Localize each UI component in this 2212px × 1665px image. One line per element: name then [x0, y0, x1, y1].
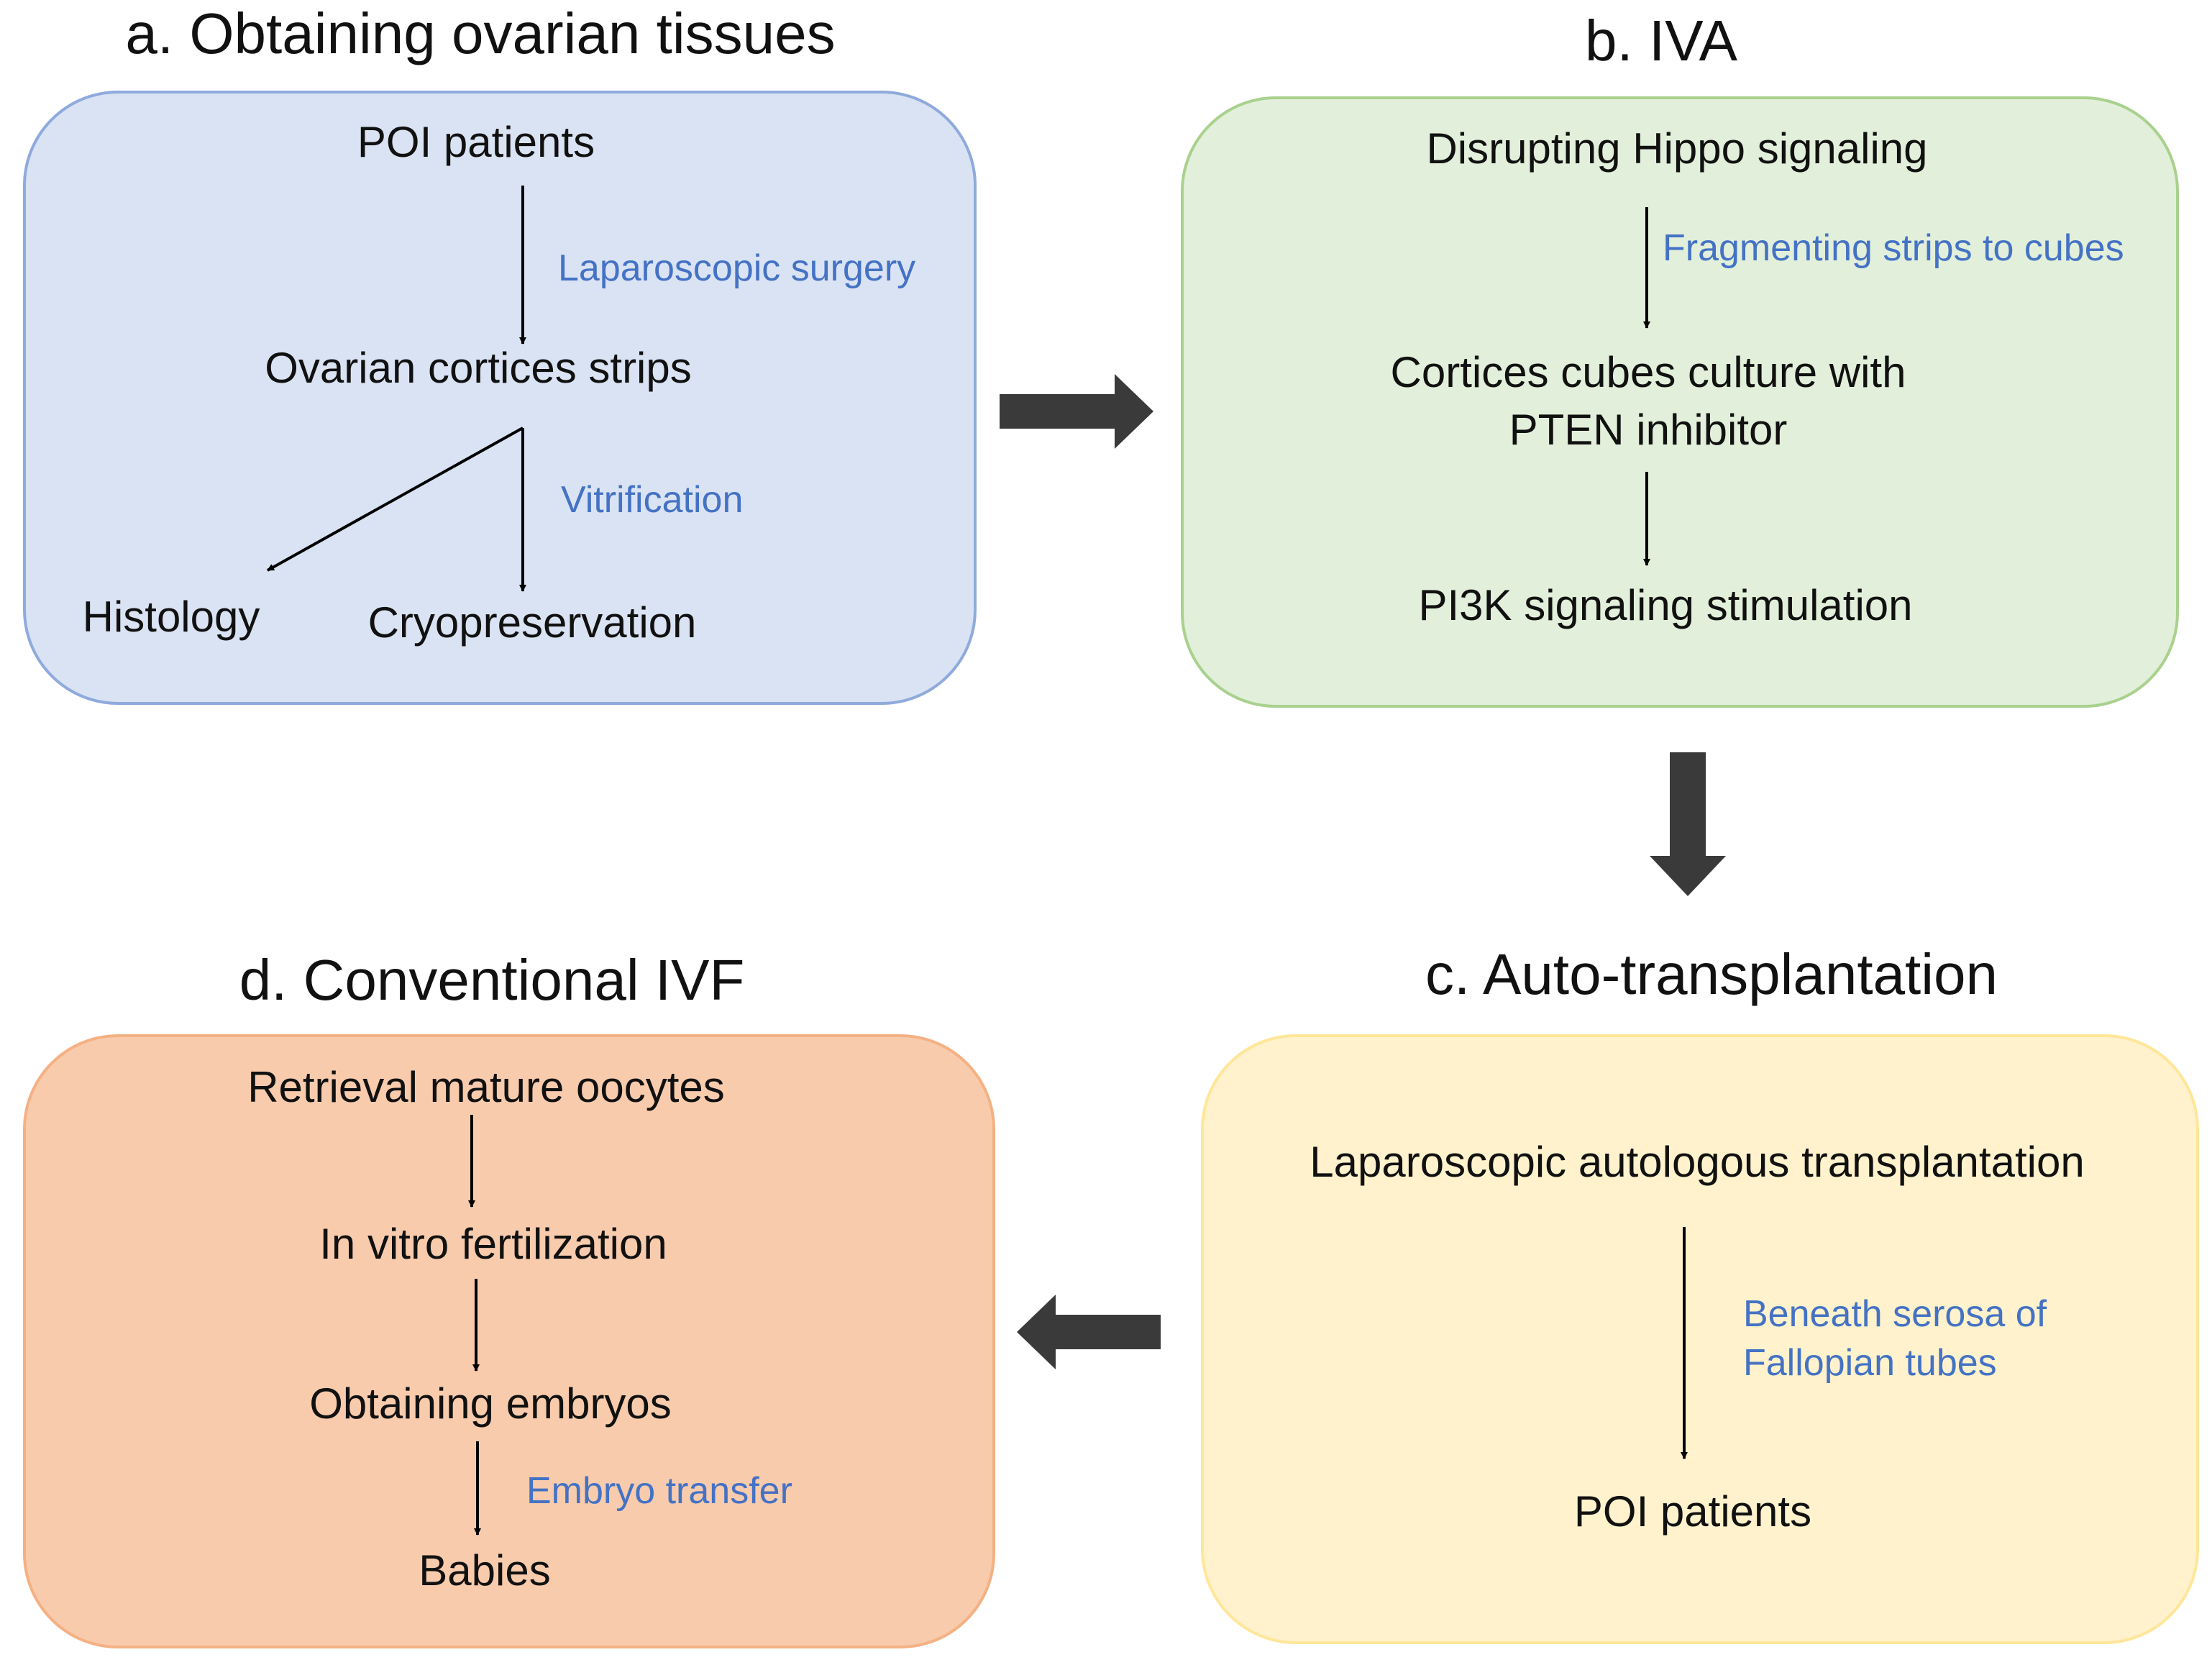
flow-arrow-a-to-b [1000, 374, 1153, 449]
panel-b-box [1181, 96, 2179, 708]
panel-b-step-pi3k: PI3K signaling stimulation [1418, 581, 1912, 629]
panel-d-step-babies: Babies [419, 1546, 550, 1595]
panel-a-output-histology: Histology [83, 593, 260, 641]
panel-d-step-embryos: Obtaining embryos [309, 1379, 672, 1428]
panel-d: d. Conventional IVF Retrieval mature ooc… [23, 948, 995, 1648]
panel-d-box [23, 1034, 995, 1648]
panel-a-arrow-3 [267, 426, 524, 572]
panel-c-step-laparoscopic-transplantation: Laparoscopic autologous transplantation [1310, 1138, 2084, 1186]
panel-b-note-fragmenting: Fragmenting strips to cubes [1663, 227, 2124, 269]
panel-a-title: a. Obtaining ovarian tissues [125, 1, 835, 65]
panel-a-note-vitrification: Vitrification [561, 479, 743, 521]
panel-a-note-laparoscopic-surgery: Laparoscopic surgery [558, 247, 915, 289]
panel-b-step-disrupting-hippo: Disrupting Hippo signaling [1426, 124, 1927, 173]
panel-a-step-poi-patients: POI patients [357, 118, 595, 166]
panel-d-title: d. Conventional IVF [239, 948, 745, 1012]
flow-arrow-b-to-c [1650, 752, 1726, 896]
panel-c-note-line1: Beneath serosa of [1743, 1293, 2047, 1335]
panel-c-step-poi-patients: POI patients [1574, 1487, 1811, 1536]
panel-c-note-line2: Fallopian tubes [1743, 1342, 1997, 1384]
panel-b-step-cortices-culture-line2: PTEN inhibitor [1509, 406, 1788, 454]
panel-b-title: b. IVA [1585, 9, 1738, 73]
panel-d-note-embryo-transfer: Embryo transfer [526, 1470, 792, 1512]
panel-d-step-ivf: In vitro fertilization [319, 1220, 667, 1268]
panel-d-step-retrieval: Retrieval mature oocytes [247, 1063, 725, 1111]
panel-b: b. IVA Disrupting Hippo signaling Fragme… [1181, 9, 2179, 708]
panel-c-title: c. Auto-transplantation [1425, 942, 1998, 1006]
panel-a-step-ovarian-strips: Ovarian cortices strips [265, 344, 692, 392]
panel-c: c. Auto-transplantation Laparoscopic aut… [1201, 942, 2199, 1644]
panel-c-box [1201, 1034, 2199, 1644]
flow-arrow-c-to-d [1017, 1295, 1161, 1369]
panel-b-step-cortices-culture-line1: Cortices cubes culture with [1391, 348, 1906, 396]
panel-a: a. Obtaining ovarian tissues POI patient… [23, 1, 977, 705]
panel-a-box [23, 91, 977, 705]
panel-a-output-cryopreservation: Cryopreservation [368, 598, 697, 647]
